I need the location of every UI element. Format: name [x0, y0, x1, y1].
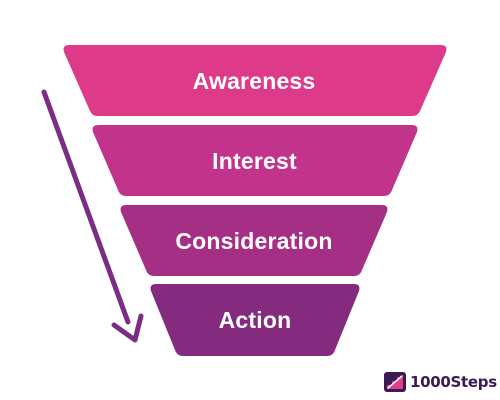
stage-label-action: Action	[218, 306, 292, 333]
funnel-stage-awareness-shape	[63, 45, 447, 116]
funnel-stage-action: Action	[150, 285, 360, 355]
funnel-stage-interest-shape	[92, 125, 418, 196]
funnel-stage-awareness: Awareness	[63, 46, 445, 116]
flow-arrow-head	[111, 313, 144, 343]
logo-text: 1000Steps	[410, 373, 497, 391]
flow-arrow-line	[41, 89, 131, 325]
funnel-stage-action-shape	[150, 284, 360, 356]
stage-label-consideration: Consideration	[175, 227, 333, 254]
funnel-stage-consideration: Consideration	[120, 206, 388, 276]
stairs-logo-icon	[384, 372, 406, 392]
brand-logo: 1000Steps	[384, 372, 497, 392]
stage-label-interest: Interest	[212, 147, 297, 174]
funnel-stage-interest: Interest	[92, 126, 417, 196]
funnel-stage-consideration-shape	[120, 205, 388, 276]
stage-label-awareness: Awareness	[192, 67, 316, 94]
